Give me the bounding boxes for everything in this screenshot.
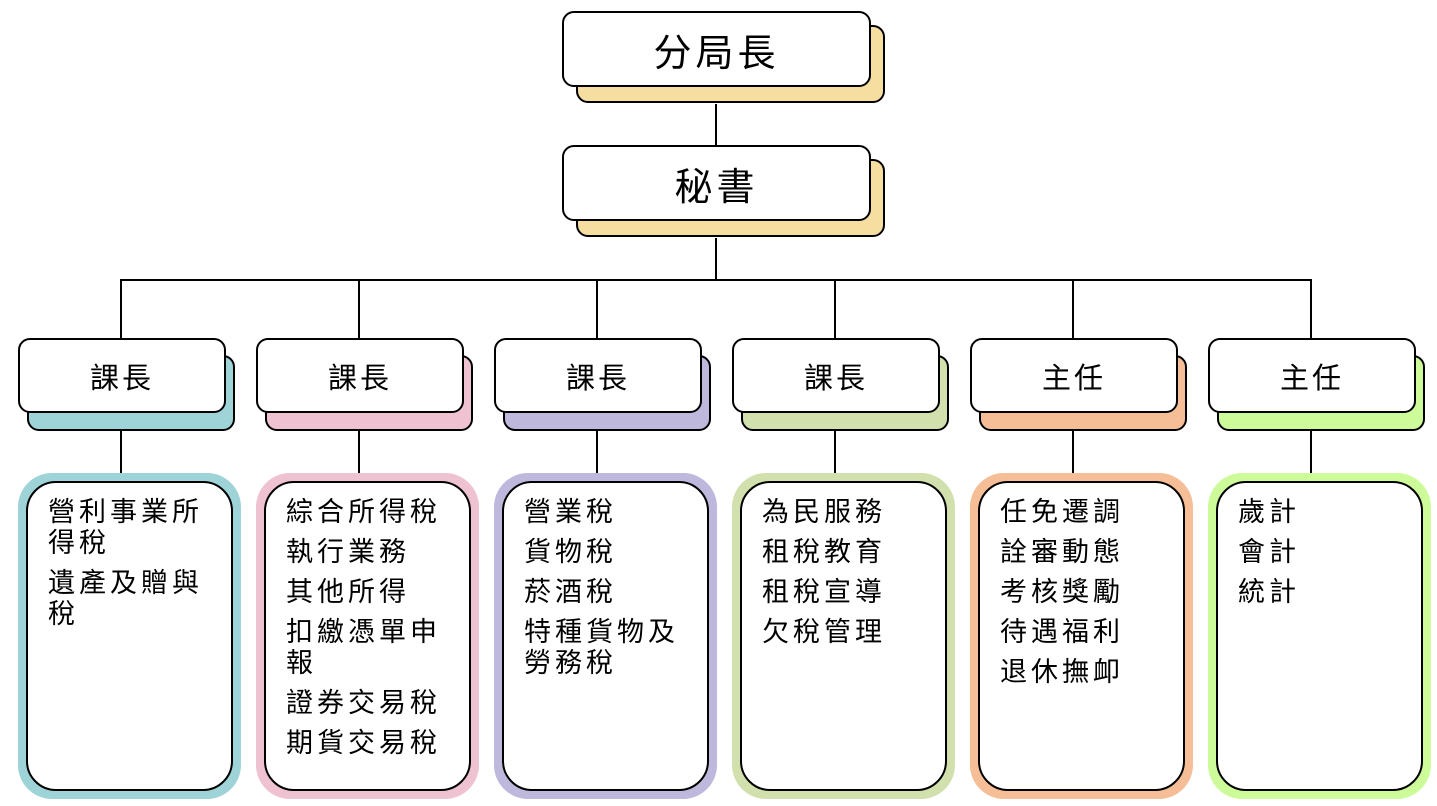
- duty-item: 其他所得: [286, 577, 410, 608]
- unit-head-title: 主任: [1041, 360, 1106, 395]
- unit-duties-list: 為民服務租稅教育租稅宣導欠稅管理: [740, 481, 947, 791]
- duty-item: 特種貨物及勞務稅: [524, 617, 679, 679]
- unit-head-box: 主任: [970, 338, 1190, 432]
- unit-head-box-face: 課長: [494, 338, 702, 413]
- connector-head-to-duties: [358, 429, 360, 475]
- duty-item: 租稅宣導: [762, 577, 886, 608]
- connector-secretary-branch: [715, 238, 717, 280]
- unit-head-box-face: 課長: [18, 338, 226, 413]
- unit-head-title: 課長: [89, 360, 154, 395]
- duty-item: 歲計: [1238, 497, 1300, 528]
- secretary-title: 秘書: [674, 164, 759, 209]
- unit-duties-card: 任免遷調詮審動態考核獎勵待遇福利退休撫卹: [970, 473, 1193, 799]
- duty-item: 期貨交易稅: [286, 728, 441, 759]
- unit-duties-card: 營業稅貨物稅菸酒稅特種貨物及勞務稅: [494, 473, 717, 799]
- unit-duties-list: 任免遷調詮審動態考核獎勵待遇福利退休撫卹: [978, 481, 1185, 791]
- secretary-box-face: 秘書: [562, 145, 871, 221]
- unit-duties-list: 營利事業所得稅遺產及贈與稅: [26, 481, 233, 791]
- unit-head-title: 課長: [565, 360, 630, 395]
- director-box: 分局長: [562, 11, 887, 105]
- connector-head-to-duties: [120, 429, 122, 475]
- unit-head-box-face: 主任: [970, 338, 1178, 413]
- connector-head-to-duties: [834, 429, 836, 475]
- duty-item: 菸酒稅: [524, 577, 617, 608]
- duty-item: 統計: [1238, 577, 1300, 608]
- connector-branch-to-unit-head: [1072, 280, 1074, 340]
- unit-head-box-face: 課長: [256, 338, 464, 413]
- duty-item: 退休撫卹: [1000, 657, 1124, 688]
- unit-head-title: 主任: [1279, 360, 1344, 395]
- unit-head-title: 課長: [803, 360, 868, 395]
- duty-item: 遺產及贈與稅: [48, 568, 203, 630]
- duty-item: 任免遷調: [1000, 497, 1124, 528]
- unit-head-box-face: 課長: [732, 338, 940, 413]
- duty-item: 營利事業所得稅: [48, 497, 203, 559]
- duty-item: 綜合所得稅: [286, 497, 441, 528]
- unit-duties-card: 營利事業所得稅遺產及贈與稅: [18, 473, 241, 799]
- director-title: 分局長: [653, 30, 780, 75]
- connector-branch-to-unit-head: [834, 280, 836, 340]
- duty-item: 會計: [1238, 537, 1300, 568]
- duty-item: 證券交易稅: [286, 688, 441, 719]
- unit-head-box: 課長: [18, 338, 238, 432]
- connector-head-to-duties: [1072, 429, 1074, 475]
- duty-item: 待遇福利: [1000, 617, 1124, 648]
- unit-duties-card: 歲計會計統計: [1208, 473, 1431, 799]
- duty-item: 貨物稅: [524, 537, 617, 568]
- connector-director-secretary: [715, 104, 717, 146]
- unit-duties-list: 營業稅貨物稅菸酒稅特種貨物及勞務稅: [502, 481, 709, 791]
- unit-head-box: 課長: [256, 338, 476, 432]
- secretary-box: 秘書: [562, 145, 887, 239]
- duty-item: 考核獎勵: [1000, 577, 1124, 608]
- duty-item: 營業稅: [524, 497, 617, 528]
- connector-branch-to-unit-head: [358, 280, 360, 340]
- unit-head-box: 課長: [494, 338, 714, 432]
- connector-head-to-duties: [596, 429, 598, 475]
- duty-item: 租稅教育: [762, 537, 886, 568]
- duty-item: 扣繳憑單申報: [286, 617, 441, 679]
- unit-duties-list: 綜合所得稅執行業務其他所得扣繳憑單申報證券交易稅期貨交易稅: [264, 481, 471, 791]
- unit-head-box: 主任: [1208, 338, 1428, 432]
- connector-branch-to-unit-head: [1310, 280, 1312, 340]
- unit-duties-card: 為民服務租稅教育租稅宣導欠稅管理: [732, 473, 955, 799]
- duty-item: 為民服務: [762, 497, 886, 528]
- connector-head-to-duties: [1310, 429, 1312, 475]
- unit-head-box-face: 主任: [1208, 338, 1416, 413]
- unit-duties-card: 綜合所得稅執行業務其他所得扣繳憑單申報證券交易稅期貨交易稅: [256, 473, 479, 799]
- connector-horizontal-branch: [120, 279, 1312, 281]
- duty-item: 詮審動態: [1000, 537, 1124, 568]
- duty-item: 欠稅管理: [762, 617, 886, 648]
- unit-head-box: 課長: [732, 338, 952, 432]
- unit-head-title: 課長: [327, 360, 392, 395]
- duty-item: 執行業務: [286, 537, 410, 568]
- connector-branch-to-unit-head: [120, 280, 122, 340]
- unit-duties-list: 歲計會計統計: [1216, 481, 1423, 791]
- connector-branch-to-unit-head: [596, 280, 598, 340]
- director-box-face: 分局長: [562, 11, 871, 87]
